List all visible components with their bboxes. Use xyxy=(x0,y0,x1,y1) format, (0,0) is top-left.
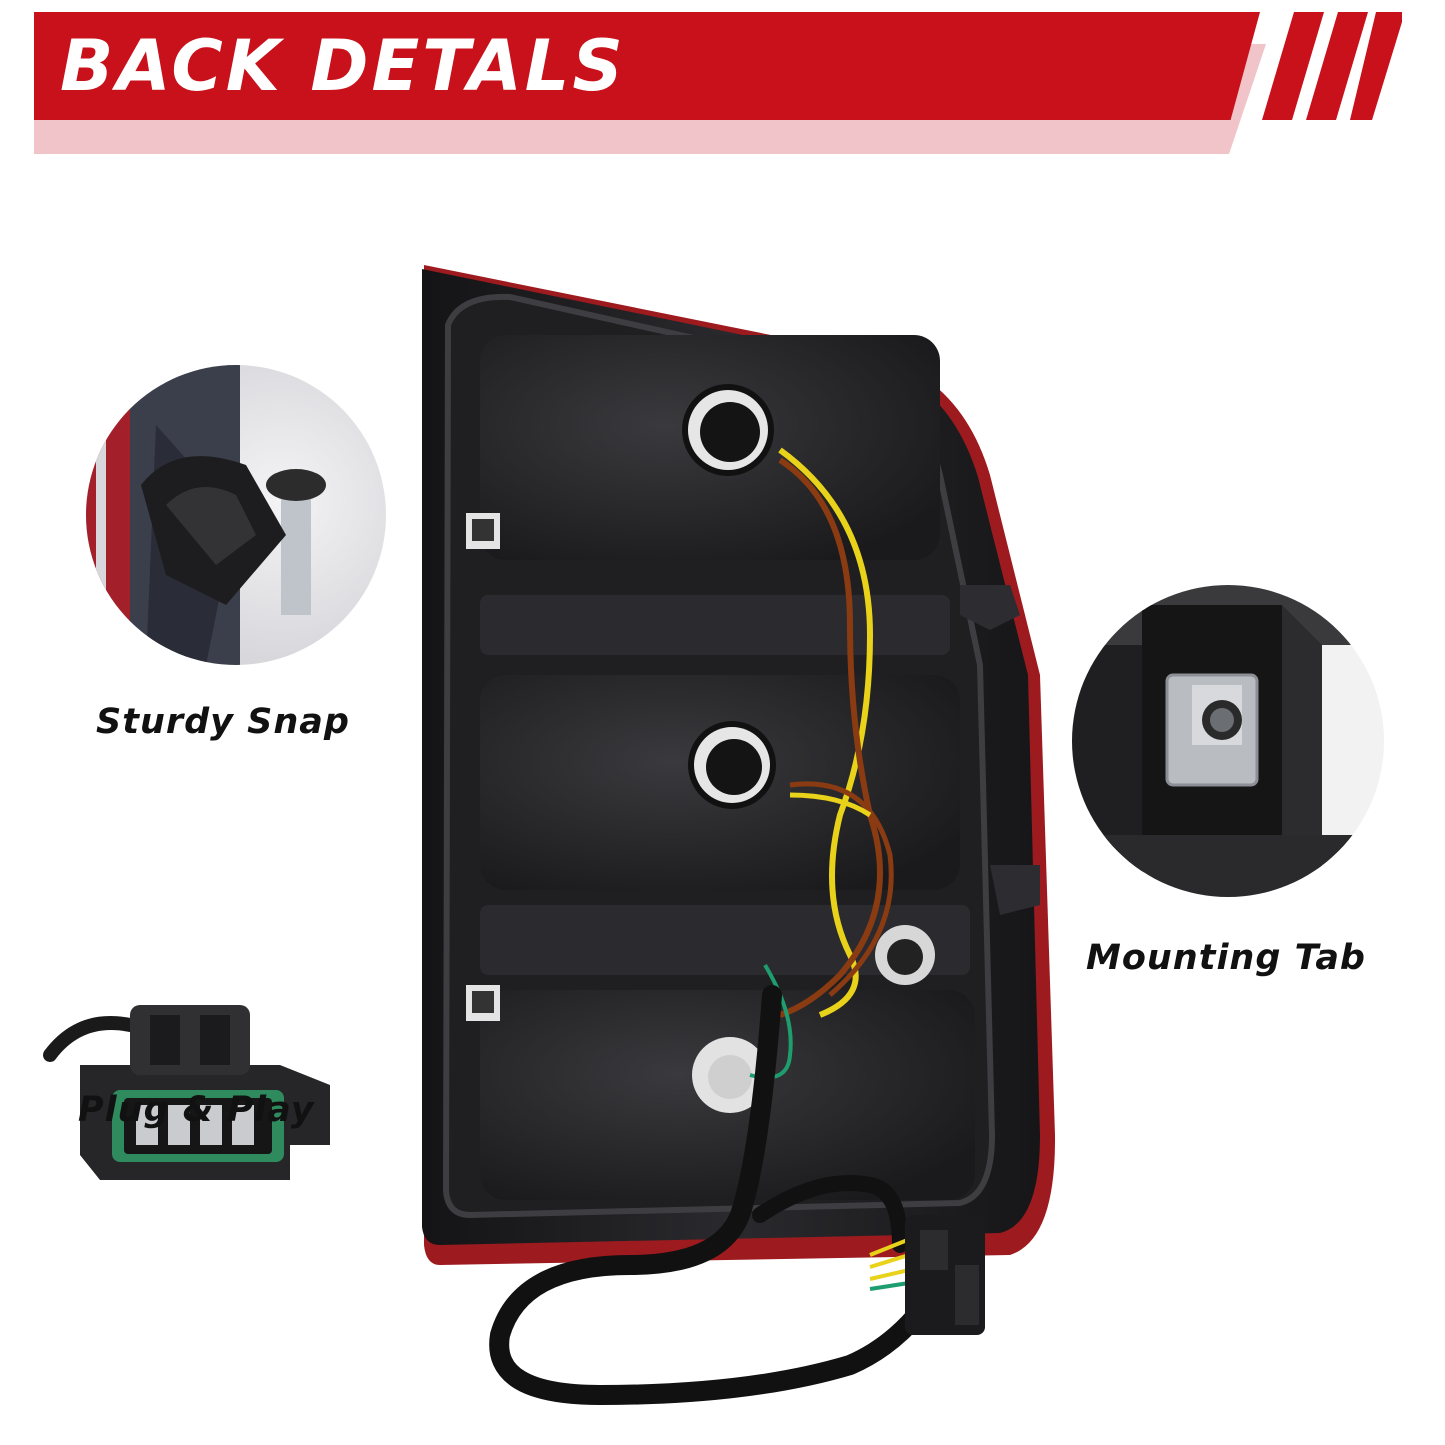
connector-plug-image xyxy=(43,1005,330,1180)
tail-light-housing-image xyxy=(422,265,1056,1406)
feature-label-sturdy-snap: Sturdy Snap xyxy=(96,702,350,742)
banner-stripes-decoration xyxy=(1262,12,1402,120)
feature-label-mounting-tab: Mounting Tab xyxy=(1086,938,1366,978)
snap-clip-image xyxy=(86,365,386,665)
feature-label-plug-and-play: Plug & Play xyxy=(78,1090,315,1130)
page-title: BACK DETALS xyxy=(60,25,626,107)
mounting-tab-image xyxy=(1072,585,1384,897)
header-banner xyxy=(34,12,1260,120)
